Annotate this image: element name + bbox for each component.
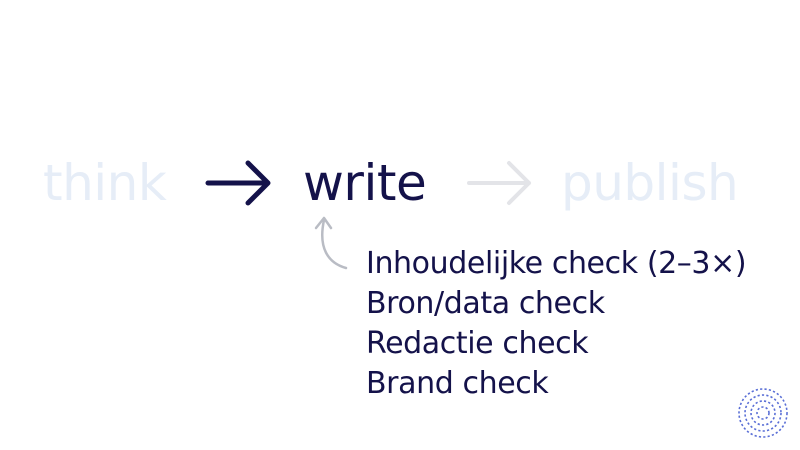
check-item-brand: Brand check (366, 366, 549, 401)
concentric-circles-logo-icon (738, 388, 788, 438)
check-item-content: Inhoudelijke check (2–3×) (366, 246, 747, 281)
step-publish-label: publish (561, 154, 739, 212)
curved-arrow-up-icon (314, 216, 348, 270)
step-think-label: think (43, 154, 167, 212)
check-item-source-data: Bron/data check (366, 286, 605, 321)
step-write-label: write (303, 154, 427, 212)
arrow-right-icon (205, 160, 271, 206)
check-list: Inhoudelijke check (2–3×) Bron/data chec… (366, 244, 747, 404)
check-item-editorial: Redactie check (366, 326, 589, 361)
arrow-right-icon (467, 161, 531, 205)
